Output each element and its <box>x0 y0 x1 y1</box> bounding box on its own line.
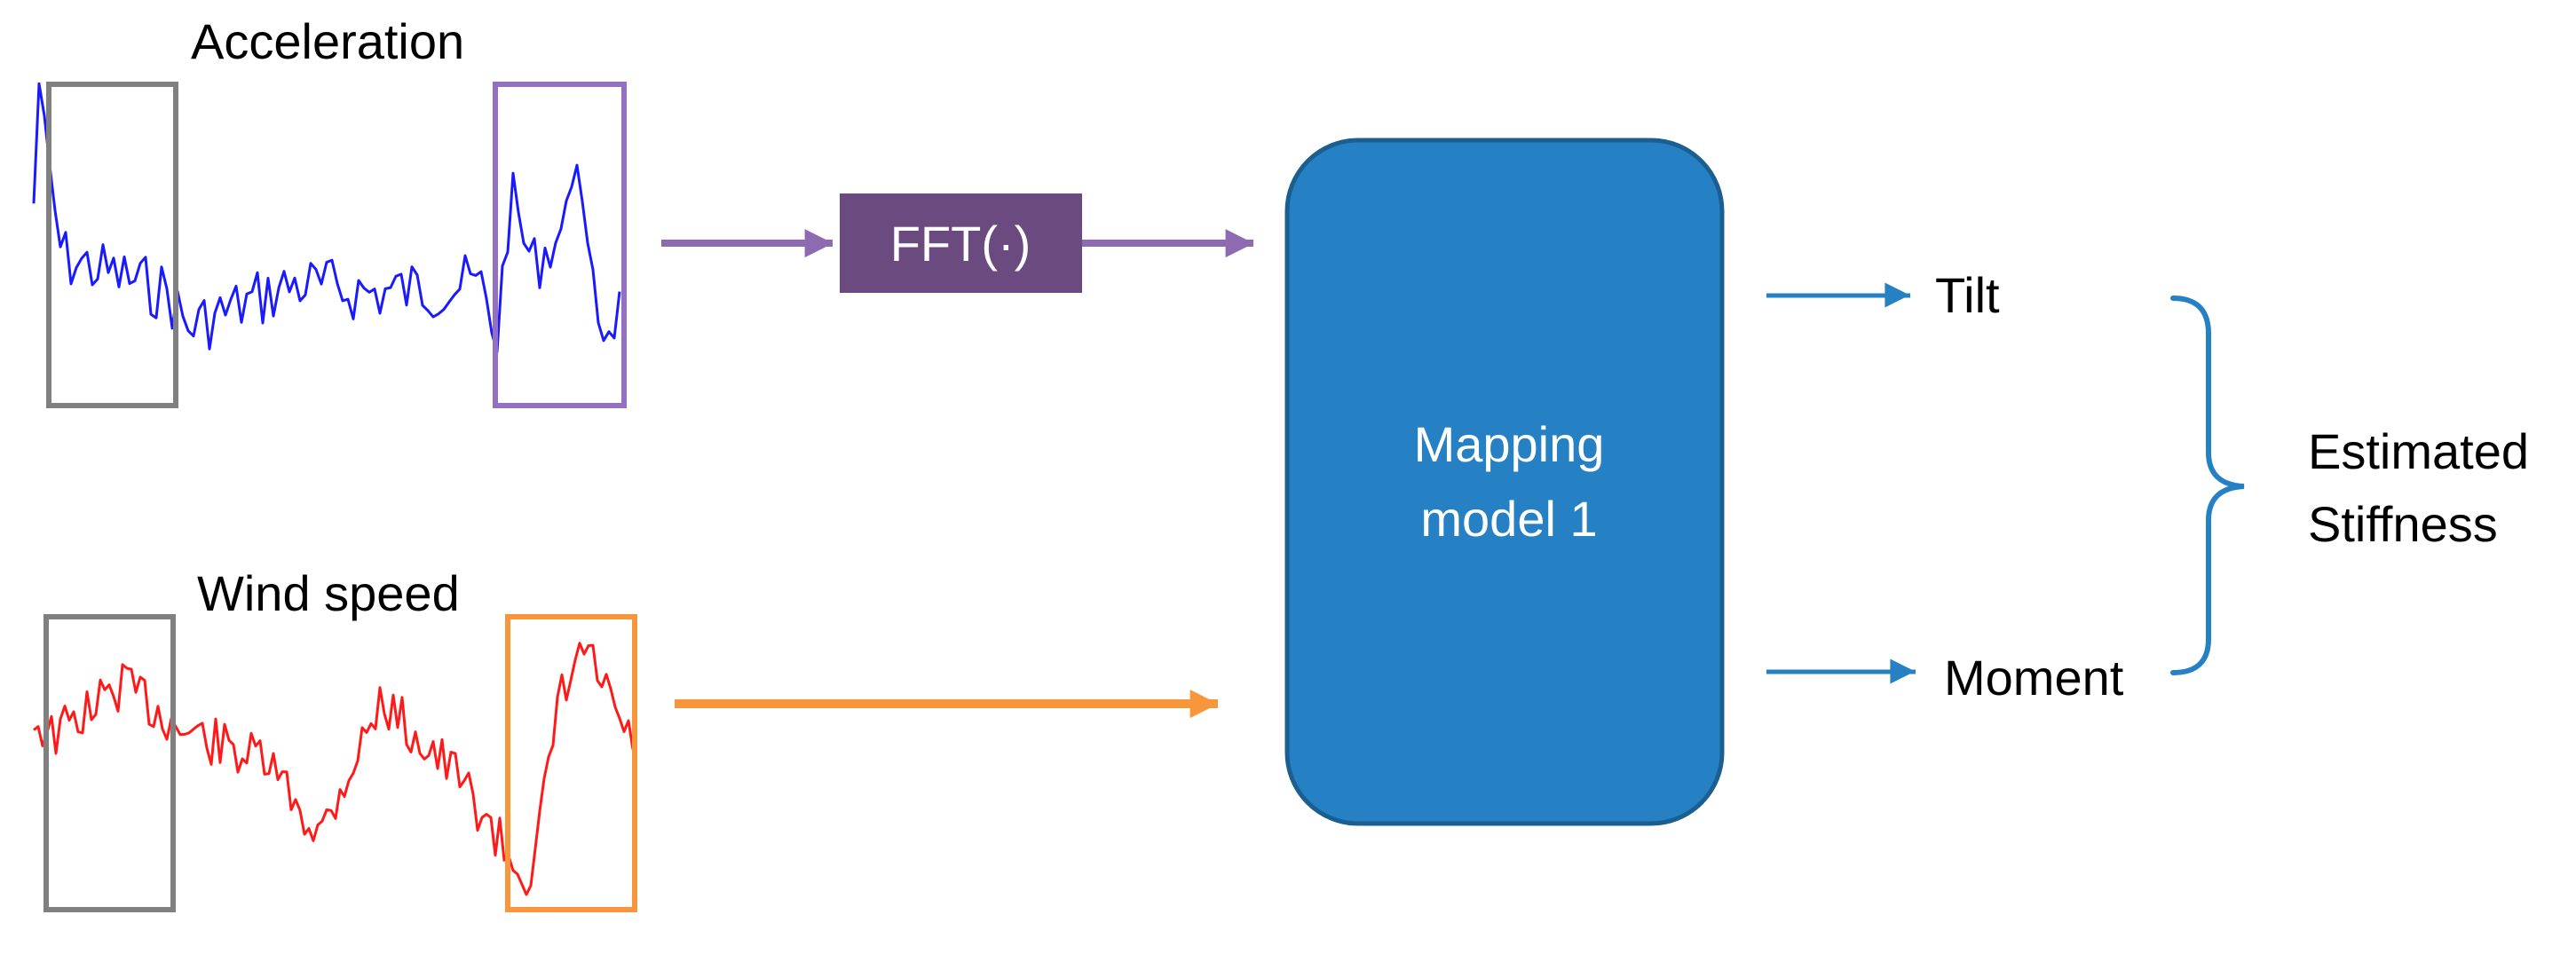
estimated-stiffness-label-line1: Estimated <box>2308 423 2529 479</box>
mapping-model-label-line1: Mapping <box>1414 416 1605 472</box>
wind-window-orange <box>505 614 637 912</box>
tilt-label: Tilt <box>1935 267 2000 323</box>
acceleration-label: Acceleration <box>191 13 464 69</box>
moment-label: Moment <box>1944 650 2124 706</box>
acceleration-signal <box>32 82 621 354</box>
acceleration-window-gray <box>46 82 178 408</box>
estimated-stiffness-label-line2: Stiffness <box>2308 496 2498 552</box>
acceleration-window-purple <box>493 82 627 408</box>
wind-speed-label: Wind speed <box>197 565 460 621</box>
output-brace <box>2170 296 2245 675</box>
mapping-model-box <box>1284 138 1725 826</box>
wind-window-gray <box>43 614 176 912</box>
fft-box <box>840 193 1082 293</box>
mapping-model-label-line2: model 1 <box>1420 491 1597 547</box>
wind-speed-signal <box>33 642 635 896</box>
fft-label: FFT(·) <box>890 216 1031 272</box>
